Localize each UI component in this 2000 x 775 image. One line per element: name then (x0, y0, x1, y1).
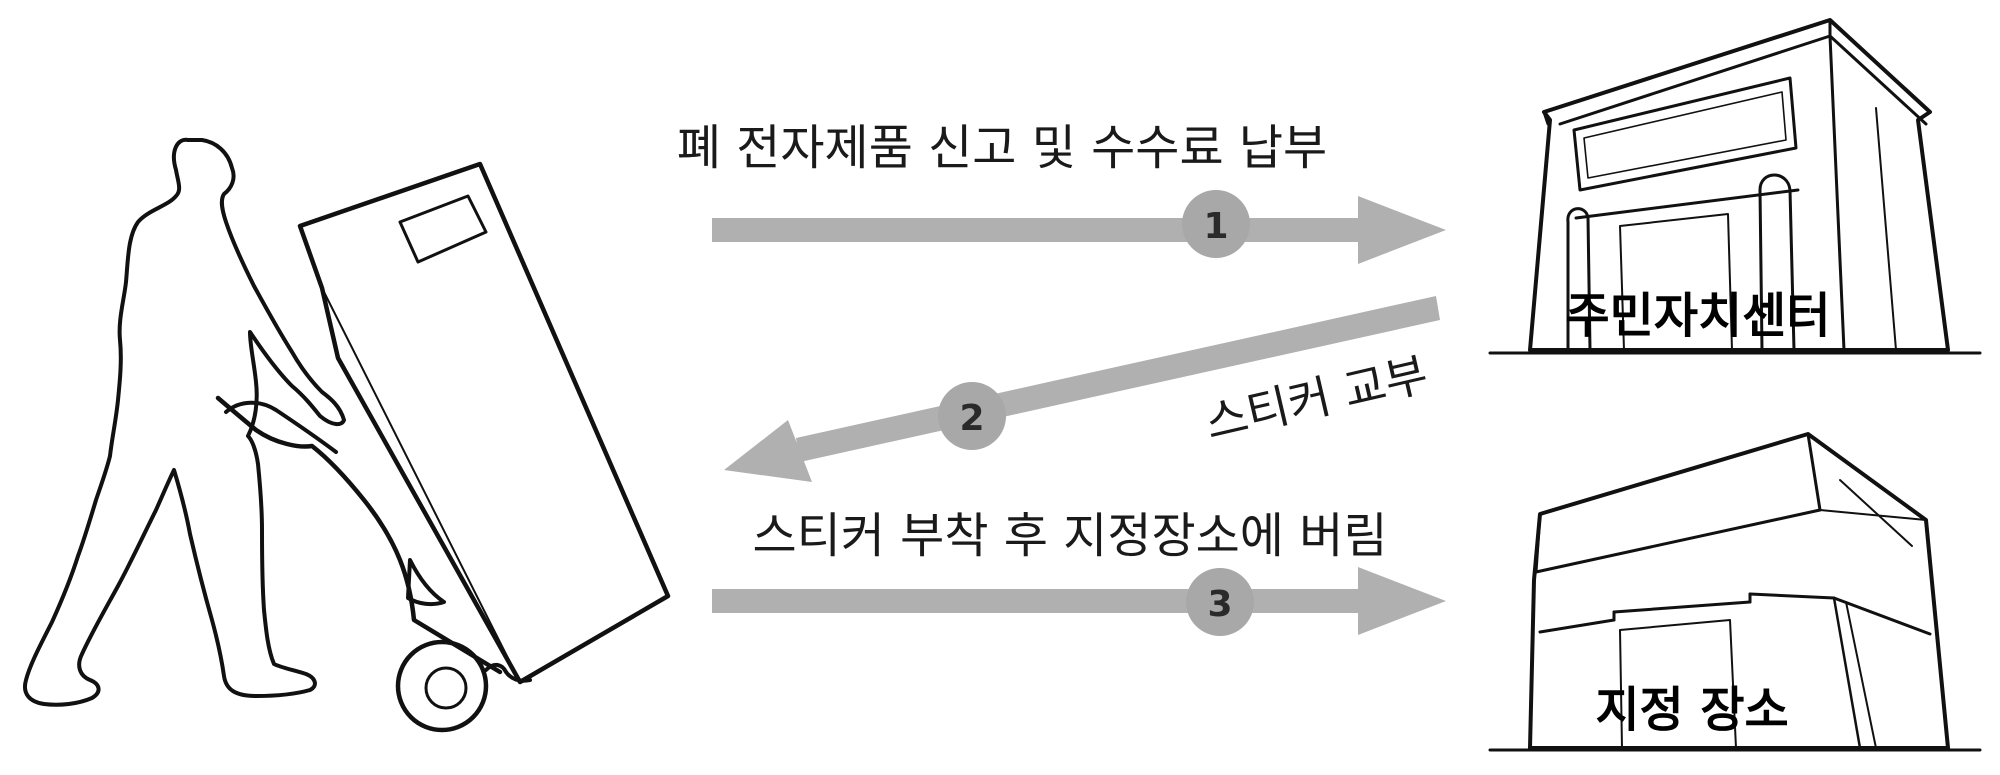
designated-place-label: 지정 장소 (1595, 682, 1788, 738)
person-silhouette (23, 137, 346, 707)
arrow-step-3 (712, 567, 1446, 635)
step-label-1: 폐 전자제품 신고 및 수수료 납부 (677, 120, 1327, 176)
community-center-label: 주민자치센터 (1566, 288, 1831, 344)
step-number-3: 3 (1207, 584, 1232, 625)
community-center-building (1488, 18, 1982, 355)
step-badge-3: 3 (1186, 568, 1254, 636)
step-label-3: 스티커 부착 후 지정장소에 버림 (752, 508, 1387, 564)
step-badge-1: 1 (1182, 190, 1250, 258)
step-number-2: 2 (959, 398, 984, 439)
hand-truck-with-appliance (215, 161, 671, 733)
step-badge-2: 2 (938, 382, 1006, 450)
designated-place-building (1488, 432, 1982, 752)
step-number-1: 1 (1203, 206, 1228, 247)
arrow-step-1 (712, 196, 1446, 264)
